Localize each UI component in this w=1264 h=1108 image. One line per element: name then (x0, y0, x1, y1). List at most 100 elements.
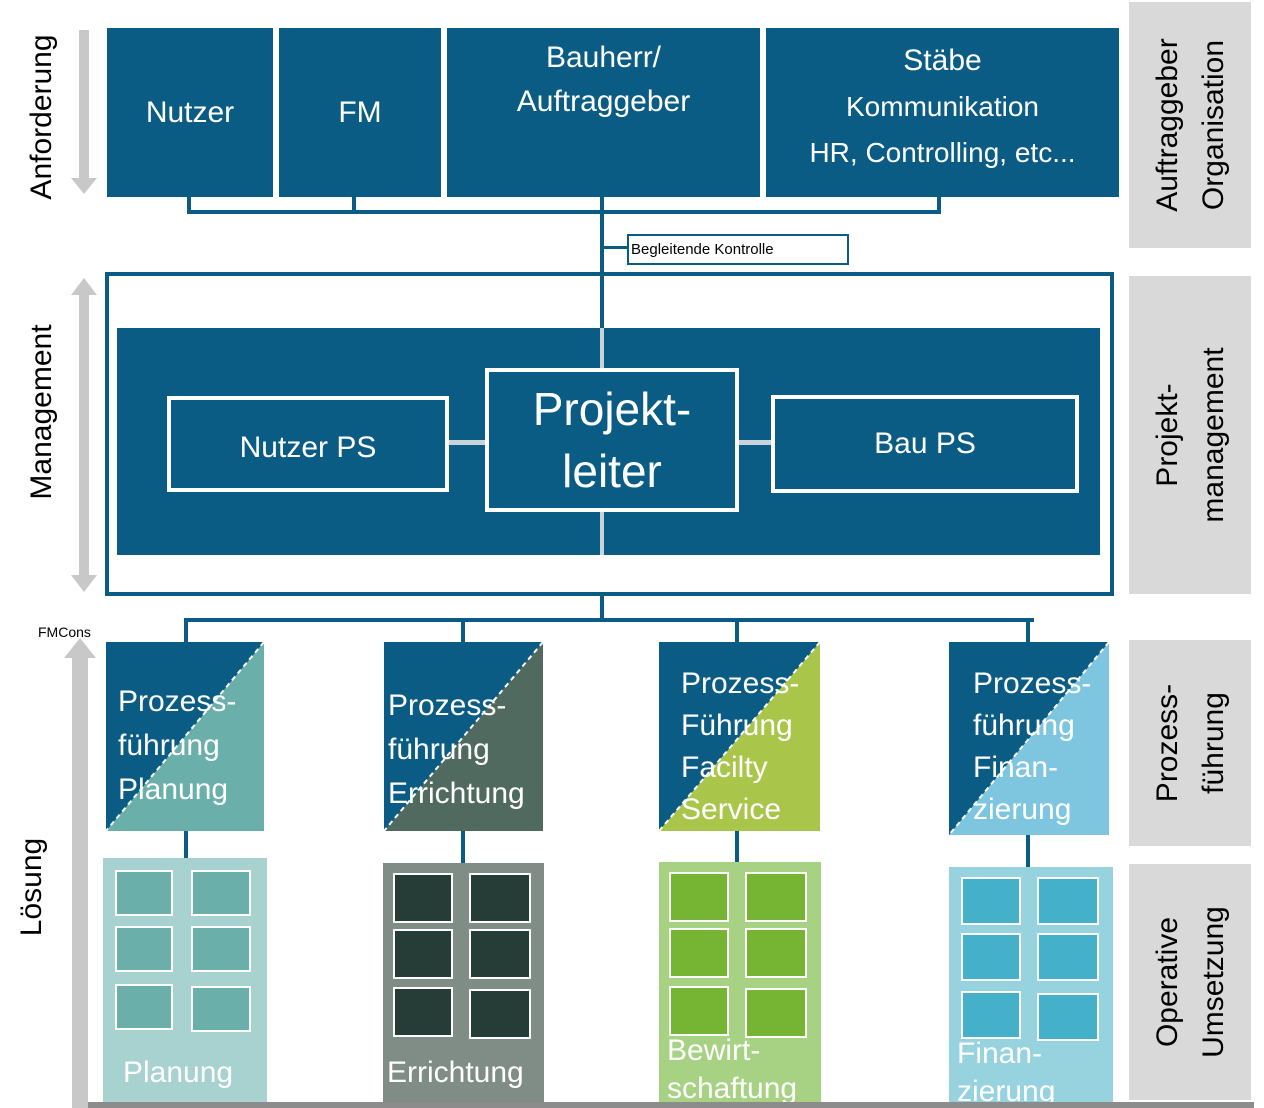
connector-nutzerps (449, 440, 485, 445)
operative-box-planung-label: Planung (123, 1056, 234, 1089)
operative-square (961, 933, 1021, 981)
operative-square (961, 877, 1021, 925)
box-nutzer: Nutzer (107, 28, 273, 197)
operative-square (745, 872, 807, 922)
process-box-planung: Prozess- führung Planung (106, 642, 264, 831)
right-panel-prozess-line2: führung (1197, 692, 1230, 794)
right-panel-operative-line2: Umsetzung (1197, 906, 1230, 1058)
operative-box-bewirtschaftung-line1: Bewirt- (667, 1034, 761, 1067)
operative-box-finanzierung: Finan- zierung (949, 867, 1113, 1108)
control-label-box: Begleitende Kontrolle (627, 234, 849, 265)
process-box-finanzierung-line2: führung (973, 709, 1075, 742)
connector-nutzer (187, 197, 191, 213)
box-bauherr-line1: Bauherr/ (545, 41, 662, 74)
connector-top-horizontal (187, 210, 941, 214)
right-panel-operative: Operative Umsetzung (1129, 864, 1251, 1100)
operative-box-bewirtschaftung-line2: schaftung (667, 1072, 798, 1105)
operative-square (745, 988, 807, 1038)
connector-process-1 (184, 618, 188, 642)
box-projektleiter-line1: Projekt- (532, 383, 692, 435)
box-bau-ps: Bau PS (771, 395, 1079, 493)
right-panel-projektmanagement: Projekt- management (1129, 276, 1251, 594)
fmcons-label: FMCons (38, 624, 91, 640)
operative-square (1037, 933, 1099, 981)
process-box-facility-line4: Service (681, 793, 782, 826)
connector-process-4 (1026, 618, 1030, 642)
operative-square (961, 991, 1021, 1039)
right-panel-operative-line1: Operative (1151, 916, 1184, 1048)
right-panel-auftraggeber-line1: Auftraggeber (1151, 38, 1184, 212)
box-fm-label: FM (338, 95, 382, 129)
process-box-finanzierung-graphic (949, 642, 1109, 835)
management-inner (117, 328, 1100, 555)
box-bauherr-line2: Auftraggeber (516, 85, 691, 118)
process-box-facility: Prozess- Führung Facilty Service (659, 642, 820, 831)
left-axis-arrows (64, 30, 97, 1108)
connector-fm (352, 197, 356, 213)
control-label: Begleitende Kontrolle (631, 241, 774, 258)
box-projektleiter: Projekt- leiter (485, 368, 739, 512)
right-panel-projekt-line1: Projekt- (1151, 383, 1184, 487)
process-box-facility-line2: Führung (681, 709, 793, 742)
box-nutzer-ps-label: Nutzer PS (239, 431, 377, 464)
box-staebe-line2: Kommunikation (846, 91, 1039, 122)
process-box-facility-graphic (659, 642, 820, 831)
connector-op-3 (735, 831, 739, 863)
box-staebe-line3: HR, Controlling, etc... (809, 137, 1076, 168)
box-fm: FM (279, 28, 441, 197)
operative-square (669, 928, 729, 978)
box-nutzer-label: Nutzer (145, 95, 235, 129)
operative-square (469, 989, 531, 1039)
operative-square (393, 873, 453, 923)
connector-process-horizontal (184, 618, 1034, 622)
right-panel-auftraggeber: Auftraggeber Organisation (1129, 2, 1251, 248)
connector-mgmt-top (600, 276, 604, 328)
process-box-planung-line3: Planung (118, 773, 229, 806)
process-box-errichtung-line2: führung (388, 733, 490, 766)
operative-box-planung: Planung (103, 858, 267, 1108)
operative-square (669, 986, 729, 1036)
connector-top-vertical (600, 210, 604, 274)
process-box-planung-line2: führung (118, 729, 220, 762)
process-box-planung-line1: Prozess- (118, 685, 237, 718)
operative-box-bewirtschaftung: Bewirt- schaftung (659, 862, 821, 1108)
connector-mgmt-inner-bottom (600, 512, 604, 555)
process-box-facility-line3: Facilty (681, 751, 768, 784)
operative-box-finanzierung-line1: Finan- (957, 1037, 1043, 1070)
connector-process-3 (735, 618, 739, 642)
operative-box-errichtung-label: Errichtung (387, 1056, 524, 1089)
connector-control-tick (600, 246, 628, 249)
operative-square (669, 872, 729, 922)
operative-square (191, 870, 251, 916)
right-panel-prozess-line1: Prozess- (1151, 683, 1184, 803)
process-box-planung-graphic (106, 642, 264, 831)
connector-mgmt-bottom (600, 596, 604, 620)
operative-square (115, 870, 173, 916)
right-panel-auftraggeber-line2: Organisation (1197, 39, 1230, 211)
operative-square (115, 984, 173, 1030)
operative-square (191, 926, 251, 972)
process-box-finanzierung-line4: zierung (973, 793, 1072, 826)
process-box-finanzierung: Prozess- führung Finan- zierung (949, 642, 1109, 835)
box-bau-ps-label: Bau PS (874, 427, 976, 460)
box-projektleiter-line2: leiter (562, 445, 662, 497)
operative-square (393, 987, 453, 1037)
connector-mgmt-inner-top (600, 328, 604, 368)
operative-square (1037, 993, 1099, 1041)
process-box-errichtung-line3: Errichtung (388, 777, 525, 810)
operative-square (469, 929, 531, 979)
process-box-errichtung-graphic (384, 642, 543, 831)
bottom-baseline (88, 1102, 1254, 1108)
process-box-finanzierung-line3: Finan- (973, 751, 1059, 784)
operative-square (393, 929, 453, 979)
operative-box-errichtung: Errichtung (383, 863, 544, 1108)
right-panel-projekt-line2: management (1197, 347, 1230, 523)
connector-baups (739, 440, 771, 445)
operative-square (115, 926, 173, 972)
axis-label-anforderung: Anforderung (25, 34, 58, 200)
operative-square (191, 986, 251, 1032)
axis-label-management: Management (25, 324, 58, 500)
box-staebe: Stäbe Kommunikation HR, Controlling, etc… (766, 28, 1119, 197)
connector-staebe (937, 197, 941, 213)
right-panel-prozessfuehrung: Prozess- führung (1129, 640, 1251, 846)
